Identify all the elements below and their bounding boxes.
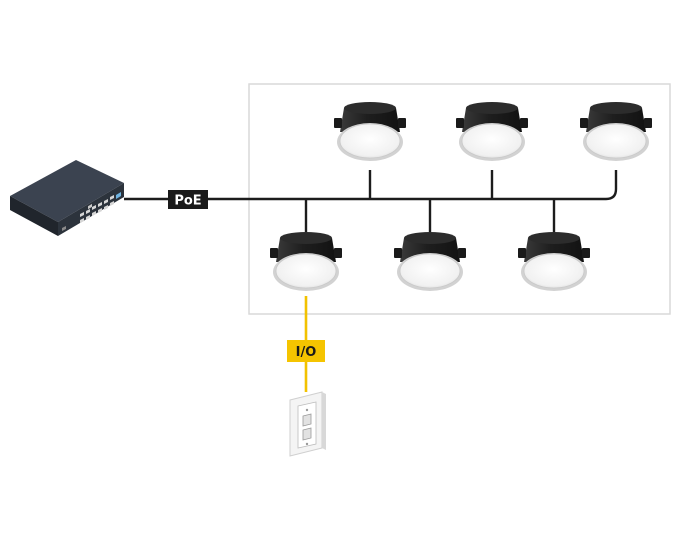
io-label-text: I/O xyxy=(296,345,317,360)
io-label: I/O xyxy=(287,340,325,362)
ceiling-speaker-icon xyxy=(269,231,343,292)
ceiling-speaker-icon xyxy=(333,101,407,162)
ceiling-speaker-icon xyxy=(455,101,529,162)
network-wiring xyxy=(124,170,618,232)
poe-label-text: PoE xyxy=(174,194,201,209)
poe-label: PoE xyxy=(168,190,208,209)
wall-io-plate-icon xyxy=(289,391,326,457)
ceiling-speaker-icon xyxy=(393,231,467,292)
poe-network-switch-icon xyxy=(10,160,124,236)
ceiling-speaker-icon xyxy=(517,231,591,292)
ceiling-speaker-icon xyxy=(579,101,653,162)
